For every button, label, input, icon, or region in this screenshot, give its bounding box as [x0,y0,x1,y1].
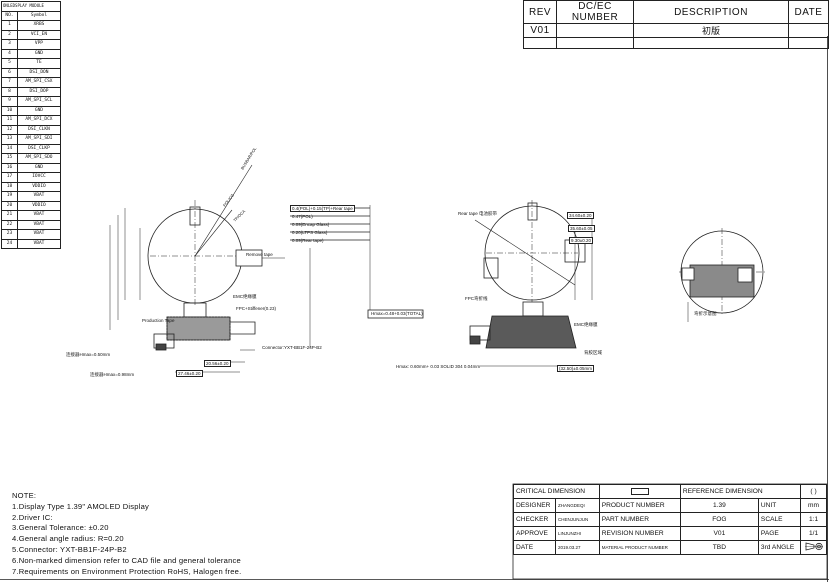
svg-text:BUSBAR/POL: BUSBAR/POL [240,146,258,171]
fpc-bend-label: FPC弯折线 [465,296,488,301]
dimension-callout-mid: Hmax=0.48+0.03(TOTAL) [371,311,423,316]
part-number-label: PART NUMBER [598,512,681,527]
notes-block: NOTE: 1.Display Type 1.39" AMOLED Displa… [12,491,241,577]
critical-dimension-symbol [598,484,681,499]
dimension-box-r1: 34.60±0.20 [567,212,594,219]
svg-text:TP/OCA: TP/OCA [232,208,246,222]
bending-label: 弯折示意图 [694,311,717,316]
material-product-number-label: MATERIAL PRODUCT NUMBER [598,540,681,555]
dimension-box-fpc: 20.56±0.20 [204,360,231,367]
approve-value: LINJUNZHI [555,526,600,541]
page-value: 1/1 [800,526,827,541]
svg-text:POL/CG: POL/CG [222,193,235,208]
ehc-label: EMC绝缘膜 [233,294,257,299]
connector-height-label: 连接器Hmax=0.50mm [66,352,111,357]
title-block: CRITICAL DIMENSION REFERENCE DIMENSION (… [513,484,827,555]
stack-label-cover: 0.4(POL)+0.15(TP)+Rear tape [290,205,355,212]
note-5: 5.Connector: YXT-BB1F-24P-B2 [12,544,127,554]
stiffener-label: 背胶区域 [584,350,602,355]
checker-label: CHECKER [513,512,556,527]
revision-table: REV DC/EC NUMBER DESCRIPTION DATE V01 初版 [523,0,829,49]
emc-rear-label: EMC绝缘膜 [574,322,598,327]
dimension-box-r2: 35.60±0.05 [568,225,595,232]
dimension-box-total: 27.46±0.20 [176,370,203,377]
note-7: 7.Requirements on Environment Protection… [12,566,242,576]
unit-label: UNIT [757,498,802,513]
stack-label-rear: 0.09(Rear tape) [292,238,324,243]
dimension-box-r3: 9.30±0.20 [569,237,593,244]
unit-value: mm [800,498,827,513]
dimension-box-r4: (32.50)±0.05mm [557,365,594,372]
date-label: DATE [513,540,556,555]
production-tape-label: Production Tape [142,318,175,323]
note-2: 2.Driver IC: [12,512,53,522]
pin-symbol: VBAT [16,238,62,249]
revision-number-value: V01 [679,526,759,541]
rear-tape-label: Rear tape 电池胶带 [458,211,498,216]
third-angle-projection-icon [800,540,827,555]
reference-dimension-symbol: ( ) [800,484,827,499]
connector-width-label: 连接器Hmax=0.98mm [90,372,135,377]
connector-label: Connector:YXT-BB1F-24P-B2 [262,345,322,350]
approve-label: APPROVE [513,526,556,541]
reference-dimension-label: REFERENCE DIMENSION [679,484,802,499]
stack-label-pol: 0.47(POL) [292,214,313,219]
designer-value: ZHANGDEQI [555,498,600,513]
part-number-value: FOG [679,512,759,527]
designer-label: DESIGNER [513,498,556,513]
stack-label-encap: 0.09(Encap Glass) [292,222,330,227]
checker-value: CHENJUNJUN [555,512,600,527]
product-number-value: 1.39 [679,498,759,513]
note-6: 6.Non-marked dimension refer to CAD file… [12,555,241,565]
rear-tape-text: Rear tape [458,211,478,216]
stack-label-tft: 0.20(LTPS Glass) [292,230,328,235]
page-label: PAGE [757,526,802,541]
scale-value: 1:1 [800,512,827,527]
material-product-number-value: TBD [679,540,759,555]
note-4: 4.General angle radius: R=0.20 [12,534,124,544]
date-value: 2019.03.27 [555,540,600,555]
note-1: 1.Display Type 1.39" AMOLED Display [12,501,150,511]
critical-dimension-label: CRITICAL DIMENSION [513,484,600,499]
note-3: 3.General Tolerance: ±0.20 [12,523,109,533]
height-note-rear: Hmax: 0.60mm+ 0.03 SOLID 304 0.04mm [396,364,481,369]
remove-tape-label: Remove tape [246,252,273,257]
revision-number-label: REVISION NUMBER [598,526,681,541]
angle-label: 3rd ANGLE [757,540,802,555]
notes-title: NOTE: [12,491,37,500]
product-number-label: PRODUCT NUMBER [598,498,681,513]
fpc-thickness-label: FPC+Stiffener(0.23) [236,306,277,311]
scale-label: SCALE [757,512,802,527]
